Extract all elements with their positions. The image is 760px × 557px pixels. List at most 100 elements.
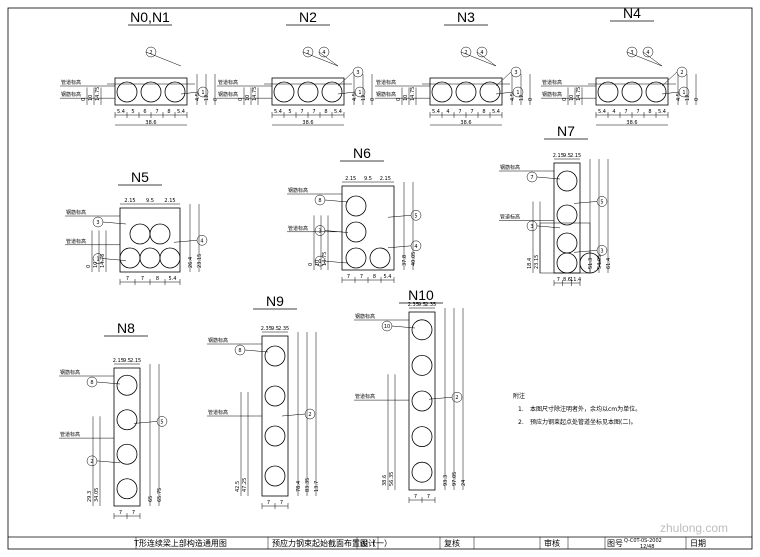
left-dim-label: 0 [308, 263, 314, 266]
note-number: 1. [518, 406, 524, 413]
level-label: 钢筋标高 [208, 337, 228, 344]
top-dim-label: 2.15 [570, 153, 581, 159]
beam-outline [553, 162, 581, 274]
section-title: N0,N1 [130, 9, 170, 25]
balloon-number: 3 [630, 50, 633, 56]
note-text: 预应力钢束起点处管道坐标见本图(二)。 [530, 418, 637, 426]
balloon-leader [102, 258, 127, 261]
bottom-dim-label: 4 [612, 109, 615, 115]
duct-circle [431, 81, 453, 103]
duct-circle [321, 81, 343, 103]
balloon-leader [318, 51, 339, 67]
right-dim-label: 0 [694, 98, 700, 101]
balloon-number: 5 [600, 199, 603, 205]
balloon-number: 10 [384, 324, 390, 330]
duct-circle [264, 465, 286, 487]
duct-circle [411, 461, 433, 483]
bottom-dim-label: 7 [360, 274, 363, 280]
right-dim-label: 51.3 [588, 258, 594, 269]
left-dim-label: 29.3 [87, 491, 93, 502]
bottom-dim-label: 5.4 [117, 109, 125, 115]
balloon-number: 2 [90, 459, 93, 465]
duct-circle [455, 81, 477, 103]
bottom-dim-label: 8 [156, 276, 159, 282]
right-dim-label: 83.35 [305, 478, 311, 492]
balloon-leader [661, 91, 680, 95]
balloon-number: 3 [600, 248, 603, 254]
drawing-number: Q-C0T-0S-2002 [624, 538, 662, 544]
review-label: 复核 [444, 538, 460, 548]
bottom-dim-label: 8 [373, 274, 376, 280]
duct-circle [116, 81, 138, 103]
left-dim-label: 10 [315, 260, 321, 266]
level-label: 管道标高 [500, 214, 520, 221]
level-label: 管道标高 [376, 79, 396, 86]
duct-circle [411, 390, 433, 412]
top-dim-label: 2.35 [278, 326, 289, 332]
duct-circle [556, 252, 578, 274]
left-dim-label: 56.35 [389, 472, 395, 486]
right-dim-label: 40.05 [411, 252, 417, 266]
bottom-dim-label: 4 [446, 109, 449, 115]
balloon-leader [387, 245, 412, 249]
right-dim-label: 4.5 [676, 93, 682, 101]
bottom-dim-label: 11.4 [570, 277, 581, 283]
right-dim-label: 4.5 [195, 93, 201, 101]
bottom-dim-label: 5.4 [492, 109, 500, 115]
top-dim-label: 9.5 [146, 198, 154, 204]
total-dim-label: 38.6 [460, 120, 471, 126]
bottom-dim-label: 7 [414, 494, 417, 500]
section-title: N5 [131, 169, 149, 185]
balloon-number: 1 [682, 90, 685, 96]
date-label: 日期 [690, 539, 706, 548]
bottom-dim-label: 7 [132, 510, 135, 516]
left-dim-label: 0 [238, 98, 244, 101]
left-dim-label: 0 [396, 98, 402, 101]
duct-circle [264, 345, 286, 367]
design-label: 设计 [360, 538, 376, 548]
right-dim-label: 54.05 [597, 255, 603, 269]
bottom-flange [539, 222, 591, 274]
balloon-number: 3 [514, 70, 517, 76]
section-title: N10 [408, 287, 434, 303]
level-label: 管道标高 [218, 79, 238, 86]
top-dim-label: 2.15 [164, 198, 175, 204]
top-dim-label: 9.5 [563, 153, 571, 159]
right-dim-label: 65 [148, 496, 154, 502]
balloon-number: 1 [201, 90, 204, 96]
balloon-number: 4 [200, 238, 203, 244]
bottom-dim-label: 7 [470, 109, 473, 115]
duct-circle [345, 195, 367, 217]
bottom-dim-label: 7 [141, 276, 144, 282]
duct-circle [116, 443, 138, 465]
duct-circle [140, 81, 162, 103]
top-dim-label: 9.5 [364, 176, 372, 182]
left-dim-label: 10 [88, 95, 94, 101]
duct-circle [164, 81, 186, 103]
left-dim-label: 38.6 [382, 475, 388, 486]
balloon-number: 8 [318, 198, 321, 204]
balloon-leader [337, 71, 354, 87]
balloon-number: 2 [464, 50, 467, 56]
right-dim-label: 0 [370, 98, 376, 101]
section-title: N3 [457, 9, 475, 25]
beam-outline [271, 77, 345, 106]
top-dim-label: 9.5 [418, 302, 426, 308]
duct-circle [556, 170, 578, 192]
balloon-number: 2 [149, 50, 152, 56]
bottom-dim-label: 5.4 [334, 109, 342, 115]
top-dim-label: 2.35 [425, 302, 436, 308]
beam-outline [113, 367, 141, 507]
duct-circle [556, 204, 578, 226]
bottom-dim-label: 7 [280, 500, 283, 506]
bottom-dim-label: 7 [624, 109, 627, 115]
total-dim-label: 38.6 [626, 120, 637, 126]
balloon-leader [661, 71, 678, 87]
right-dim-label: 0 [213, 98, 219, 101]
balloon-leader [387, 215, 412, 218]
